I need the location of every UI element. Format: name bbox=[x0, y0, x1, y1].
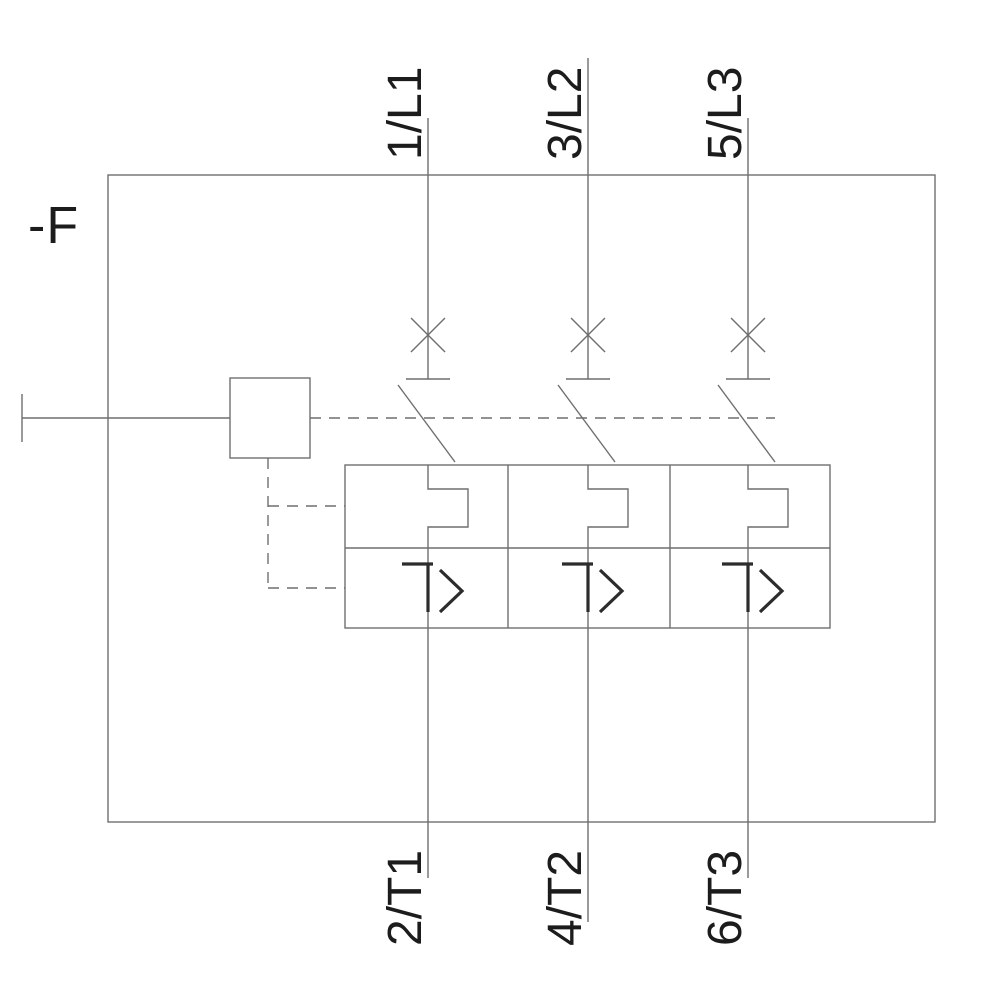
device-outline-rect bbox=[107, 174, 936, 823]
pole-1-switch-blade bbox=[397, 384, 456, 463]
handle-actuator-line bbox=[21, 394, 230, 442]
pole-3-breaker-contact-cross-icon bbox=[730, 317, 766, 353]
pole-1-thermal-overload-icon bbox=[427, 465, 469, 548]
pole-2-overcurrent-release-icon bbox=[562, 562, 625, 614]
terminal-label-bottom-3: 6/T3 bbox=[699, 849, 752, 946]
pole-2-thermal-overload-icon bbox=[587, 465, 629, 548]
terminal-label-top-1: 1/L1 bbox=[379, 66, 432, 160]
pole-3-overcurrent-release-icon bbox=[722, 562, 785, 614]
terminal-label-bottom-1: 2/T1 bbox=[379, 849, 432, 946]
trip-linkage-dashed-lines bbox=[267, 458, 345, 589]
terminal-label-top-3: 5/L3 bbox=[699, 66, 752, 160]
pole-3-switch-blade bbox=[717, 384, 776, 463]
operating-mechanism-box bbox=[229, 377, 311, 459]
terminal-label-bottom-2: 4/T2 bbox=[539, 849, 592, 946]
pole-3 bbox=[717, 118, 789, 878]
pole-1-overcurrent-release-icon bbox=[402, 562, 465, 614]
device-tag-label: -F bbox=[28, 197, 80, 255]
pole-3-thermal-overload-icon bbox=[747, 465, 789, 548]
pole-2 bbox=[557, 58, 629, 922]
terminal-label-top-2: 3/L2 bbox=[539, 66, 592, 160]
pole-1 bbox=[397, 118, 469, 878]
pole-2-breaker-contact-cross-icon bbox=[570, 317, 606, 353]
pole-2-switch-blade bbox=[557, 384, 616, 463]
pole-1-breaker-contact-cross-icon bbox=[410, 317, 446, 353]
